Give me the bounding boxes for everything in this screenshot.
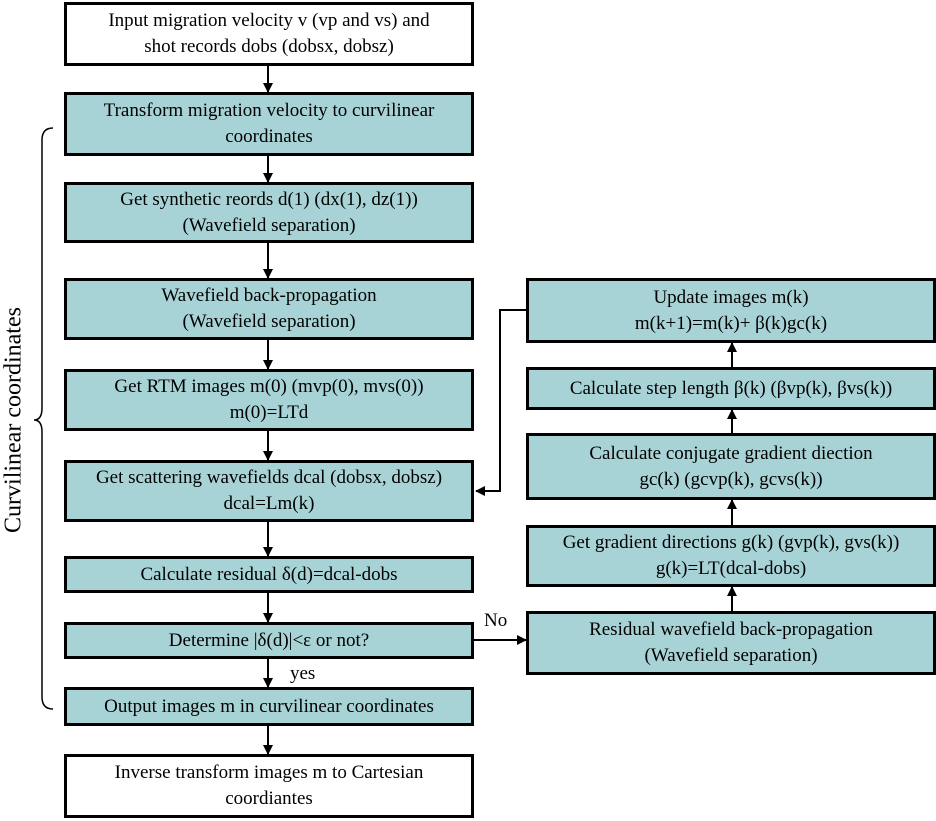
box-resback-line1: Residual wavefield back-propagation — [589, 619, 873, 640]
box-conjugate-line2: gc(k) (gcvp(k), gcvs(k)) — [639, 468, 823, 490]
box-output: Output images m in curvilinear coordinat… — [64, 687, 474, 726]
box-input-line2: shot records dobs (dobsx, dobsz) — [144, 36, 394, 57]
box-scattering: Get scattering wavefields dcal (dobsx, d… — [64, 460, 474, 522]
box-gradient-line1: Get gradient directions g(k) (gvp(k), gv… — [562, 532, 900, 553]
box-output-line1: Output images m in curvilinear coordinat… — [104, 695, 434, 717]
box-conjugate-line1: Calculate conjugate gradient diection — [589, 442, 873, 464]
box-backprop: Wavefield back-propagation (Wavefield se… — [64, 278, 474, 340]
box-gradient: Get gradient directions g(k) (gvp(k), gv… — [526, 525, 936, 587]
box-residual-line1: Calculate residual δ(d)=dcal-dobs — [140, 563, 398, 585]
box-update-line2: m(k+1)=m(k)+ β(k)gc(k) — [634, 312, 828, 334]
box-input: Input migration velocity v (vp and vs) a… — [64, 2, 474, 66]
box-input-line1: Input migration velocity v (vp and vs) a… — [108, 10, 430, 31]
box-gradient-line2: g(k)=LT(dcal-dobs) — [655, 558, 807, 579]
box-backprop-line2: (Wavefield separation) — [182, 311, 356, 332]
box-transform-line2: coordinates — [225, 126, 313, 147]
side-label-curvilinear: Curvilinear coordinates — [0, 307, 27, 533]
box-step: Calculate step length β(k) (βvp(k), βvs(… — [526, 367, 936, 410]
box-rtm: Get RTM images m(0) (mvp(0), mvs(0)) m(0… — [64, 369, 474, 431]
box-residual: Calculate residual δ(d)=dcal-dobs — [64, 556, 474, 593]
box-transform: Transform migration velocity to curvilin… — [64, 92, 474, 156]
box-backprop-line1: Wavefield back-propagation — [161, 285, 377, 306]
box-resback-line2: (Wavefield separation) — [644, 645, 818, 666]
box-inverse-line1: Inverse transform images m to Cartesian — [114, 762, 424, 783]
box-synthetic-line2: (Wavefield separation) — [182, 214, 356, 236]
box-update: Update images m(k) m(k+1)=m(k)+ β(k)gc(k… — [526, 278, 936, 343]
box-rtm-line2: m(0)=LTd — [229, 402, 309, 423]
box-synthetic: Get synthetic reords d(1) (dx(1), dz(1))… — [64, 182, 474, 243]
box-synthetic-line1: Get synthetic reords d(1) (dx(1), dz(1)) — [120, 188, 418, 210]
box-determine-line1: Determine |δ(d)|<ε or not? — [168, 629, 370, 651]
box-determine: Determine |δ(d)|<ε or not? — [64, 622, 474, 659]
box-scattering-line1: Get scattering wavefields dcal (dobsx, d… — [95, 467, 443, 488]
curly-brace — [33, 127, 54, 710]
box-step-line1: Calculate step length β(k) (βvp(k), βvs(… — [569, 377, 893, 399]
label-no: No — [484, 610, 508, 631]
box-resback: Residual wavefield back-propagation (Wav… — [526, 611, 936, 675]
box-rtm-line1: Get RTM images m(0) (mvp(0), mvs(0)) — [114, 376, 424, 397]
label-yes: yes — [290, 663, 316, 684]
box-inverse-line2: coordiantes — [225, 788, 313, 809]
box-inverse: Inverse transform images m to Cartesian … — [64, 754, 474, 818]
arrow-update-scattering — [475, 309, 526, 496]
box-update-line1: Update images m(k) — [653, 286, 809, 308]
box-conjugate: Calculate conjugate gradient diection gc… — [526, 433, 936, 500]
box-transform-line1: Transform migration velocity to curvilin… — [103, 100, 435, 121]
box-scattering-line2: dcal=Lm(k) — [223, 493, 315, 514]
